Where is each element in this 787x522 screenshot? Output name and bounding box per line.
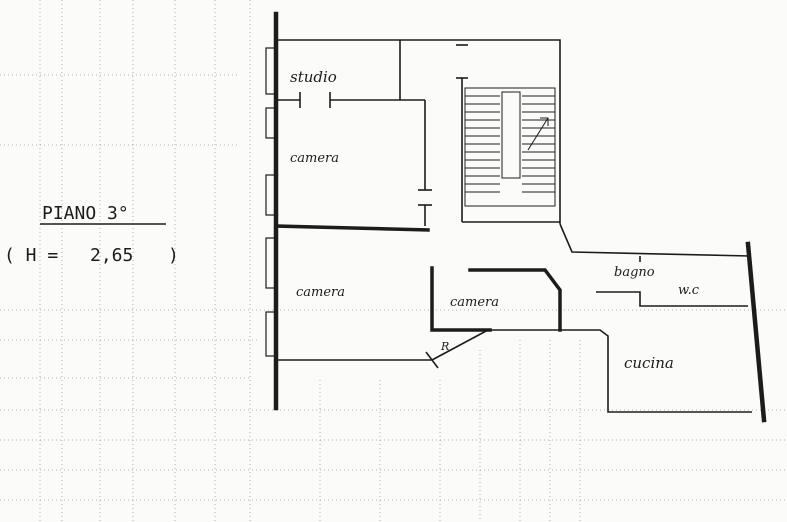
exterior-walls	[273, 11, 767, 423]
height-prefix: ( H =	[4, 245, 58, 266]
height-suffix: )	[168, 245, 179, 266]
floor-title: PIANO 3°	[42, 203, 129, 224]
room-label-bagno: bagno	[614, 265, 655, 280]
room-label-wc: w.c	[678, 283, 700, 298]
room-label-ripostiglio: R	[440, 340, 449, 353]
bearing-walls	[274, 224, 562, 332]
room-label-cucina: cucina	[624, 354, 674, 372]
stairs	[464, 87, 556, 207]
room-label-studio: studio	[290, 68, 337, 86]
window-markers	[265, 47, 276, 357]
interior-walls	[276, 39, 752, 413]
height-value: 2,65	[90, 245, 133, 266]
room-label-camera-top: camera	[290, 151, 339, 166]
room-label-camera-mid: camera	[450, 295, 499, 310]
room-label-camera-left: camera	[296, 285, 345, 300]
